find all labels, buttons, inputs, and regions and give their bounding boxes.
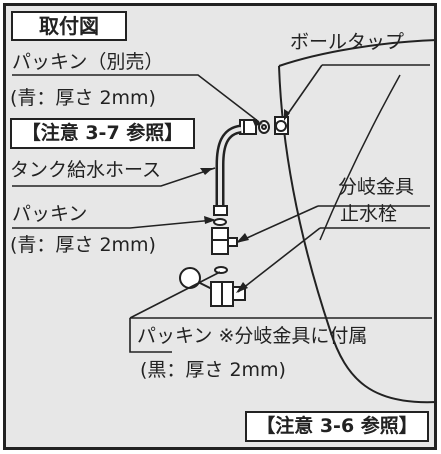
diagram-frame: [3, 3, 437, 450]
stop-valve-label: 止水栓: [340, 203, 398, 225]
branch-fitting: [211, 227, 238, 255]
packing-mid-label: パッキン: [12, 203, 88, 225]
packing-bottom-spec: (黒：厚さ 2mm): [140, 359, 286, 381]
packing-ring-top: [258, 120, 270, 134]
ball-tap-fitting: [274, 116, 289, 135]
packing-top-label: パッキン（別売）: [12, 51, 164, 73]
packing-ring-bottom: [214, 266, 228, 274]
ball-tap-label: ボールタップ: [290, 31, 405, 53]
packing-ring-mid: [213, 218, 227, 226]
diagram-title: 取付図: [11, 11, 127, 41]
tank-supply-hose-label: タンク給水ホース: [10, 159, 162, 181]
hose-nut-bottom: [213, 205, 228, 216]
arrowheads: [200, 109, 290, 293]
packing-top-spec: (青：厚さ 2mm): [10, 87, 156, 109]
caution-3-7-box: 【注意 3-7 参照】: [10, 118, 195, 149]
caution-3-6-box: 【注意 3-6 参照】: [245, 411, 429, 442]
stop-valve: [179, 267, 246, 307]
packing-mid-spec: (青：厚さ 2mm): [10, 234, 156, 256]
leader-lines: [12, 64, 432, 353]
branch-fitting-label: 分岐金具: [338, 176, 415, 198]
toilet-tank: [278, 39, 438, 404]
packing-bottom-label: パッキン ※分岐金具に付属: [137, 325, 368, 347]
